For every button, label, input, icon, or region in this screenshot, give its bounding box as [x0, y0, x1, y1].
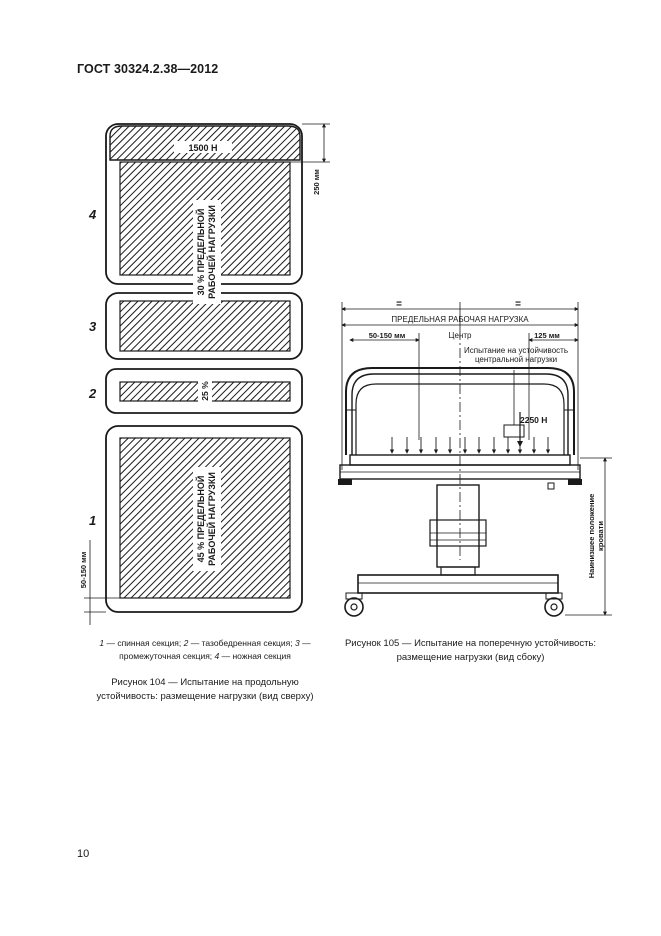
- figure-105: [338, 302, 612, 617]
- caster-left: [344, 592, 364, 617]
- eq-left-label: =: [396, 299, 402, 310]
- section-2-frame: [105, 368, 303, 414]
- dim-250-label: 250 мм: [312, 169, 321, 195]
- section-1-load-text-1: 45 % ПРЕДЕЛЬНОЙ: [195, 476, 206, 563]
- distributed-load-arrows: [389, 437, 551, 454]
- rail-inner: [355, 383, 565, 455]
- dim-50-150-label: 50-150 мм: [79, 551, 88, 588]
- section-2-load-text: 25 %: [200, 381, 210, 401]
- legend-text-2: — тазобедренная секция;: [188, 638, 296, 648]
- section-4-number: 4: [88, 207, 97, 222]
- center-label: Центр: [449, 331, 472, 340]
- frame-foot-right: [568, 479, 582, 485]
- figure-104-caption: Рисунок 104 — Испытание на продольную ус…: [96, 677, 314, 702]
- legend-num-1: 1: [99, 638, 105, 648]
- rail-outer: [345, 367, 575, 455]
- eq-right-label: =: [515, 299, 521, 310]
- section-2-number: 2: [88, 386, 97, 401]
- section-3-number: 3: [89, 319, 97, 334]
- force-2250-label: 2250 Н: [520, 415, 547, 425]
- legend-text-3: — промежуточная секция;: [119, 638, 311, 661]
- legend-num-4: 4: [214, 651, 220, 661]
- max-load-label: ПРЕДЕЛЬНАЯ РАБОЧАЯ НАГРУЗКА: [391, 315, 529, 324]
- section-1-load-text-2: РАБОЧЕЙ НАГРУЗКИ: [206, 472, 217, 566]
- figure-104-legend: 1 — спинная секция; 2 — тазобедренная се…: [80, 637, 330, 663]
- caster-right: [544, 592, 564, 617]
- dim-125-label: 125 мм: [534, 331, 560, 340]
- page-header-title: ГОСТ 30324.2.38—2012: [77, 62, 219, 76]
- figure-105-labels: = = ПРЕДЕЛЬНАЯ РАБОЧАЯ НАГРУЗКА 50-150 м…: [369, 299, 605, 578]
- stability-test-label-2: центральной нагрузки: [475, 355, 557, 364]
- stability-test-label-1: Испытание на устойчивость: [464, 346, 568, 355]
- load-1500n-label: 1500 Н: [188, 143, 217, 153]
- figure-104: [84, 123, 330, 625]
- column: [436, 484, 480, 568]
- legend-text-1: — спинная секция;: [104, 638, 184, 648]
- section-1-frame: [105, 425, 303, 613]
- section-4-load-text-1: 30 % ПРЕДЕЛЬНОЙ: [195, 209, 206, 296]
- section-3-load-area: [119, 300, 291, 352]
- lowest-position-label-1: Наинизшее положение: [587, 494, 596, 579]
- dim-50-150-label: 50-150 мм: [369, 331, 406, 340]
- legend-num-3: 3: [295, 638, 300, 648]
- rail-middle: [351, 373, 569, 455]
- section-1-number: 1: [89, 513, 96, 528]
- figure-104-labels: 4 3 2 1 1500 Н 250 мм 50-150 мм 30 % ПРЕ…: [79, 143, 321, 588]
- force-block: [503, 424, 525, 438]
- legend-text-4: — ножная секция: [219, 651, 291, 661]
- page-number: 10: [77, 848, 90, 860]
- legend-num-2: 2: [183, 638, 189, 648]
- section-4-load-text-2: РАБОЧЕЙ НАГРУЗКИ: [206, 205, 217, 299]
- frame-foot-left: [338, 479, 352, 485]
- figure-105-caption: Рисунок 105 — Испытание на поперечную ус…: [344, 638, 597, 663]
- base-frame: [357, 574, 559, 594]
- lowest-position-label-2: кровати: [596, 521, 605, 551]
